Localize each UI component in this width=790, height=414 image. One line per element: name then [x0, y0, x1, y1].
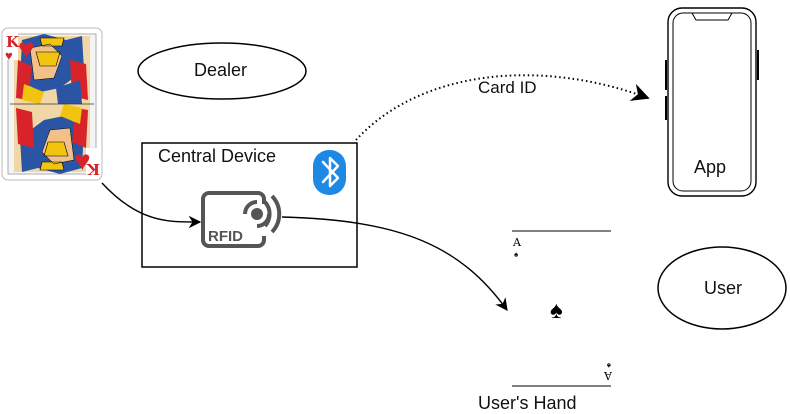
dealer-label: Dealer	[194, 60, 248, 80]
dealer-node	[137, 42, 307, 100]
king-of-hearts-card: K ♥ ♥ ♥ K	[1, 27, 103, 181]
arrow-card-to-rfid	[101, 182, 202, 229]
svg-text:♥: ♥	[18, 33, 35, 64]
hand-card-center-suit: ♠	[550, 297, 563, 324]
card-id-label: Card ID	[478, 78, 537, 97]
dealer-card-rank-top: K	[6, 33, 20, 51]
hand-card-rank-top: A	[512, 236, 522, 249]
smartphone-icon	[665, 7, 759, 197]
svg-text:♥: ♥	[74, 145, 91, 176]
ace-of-spades-card: A ♠ ♠ A ♠	[512, 230, 613, 387]
dealer-card-rank-bottom: K	[86, 160, 100, 178]
rfid-label: RFID	[208, 228, 243, 245]
users-hand-label: User's Hand	[478, 393, 577, 413]
rfid-icon: RFID	[201, 191, 282, 248]
hand-card-suit-top: ♠	[514, 250, 519, 259]
user-node	[657, 246, 787, 330]
arrow-device-to-app	[355, 74, 650, 141]
arrow-rfid-to-hand	[281, 216, 508, 312]
user-label: User	[704, 278, 743, 298]
dealer-card-suit-top: ♥	[5, 48, 13, 63]
svg-text:♠: ♠	[606, 361, 611, 370]
app-label: App	[694, 157, 727, 177]
central-device-label: Central Device	[158, 146, 277, 166]
bluetooth-icon	[313, 150, 346, 195]
hand-card-rank-bottom: A	[603, 369, 613, 382]
